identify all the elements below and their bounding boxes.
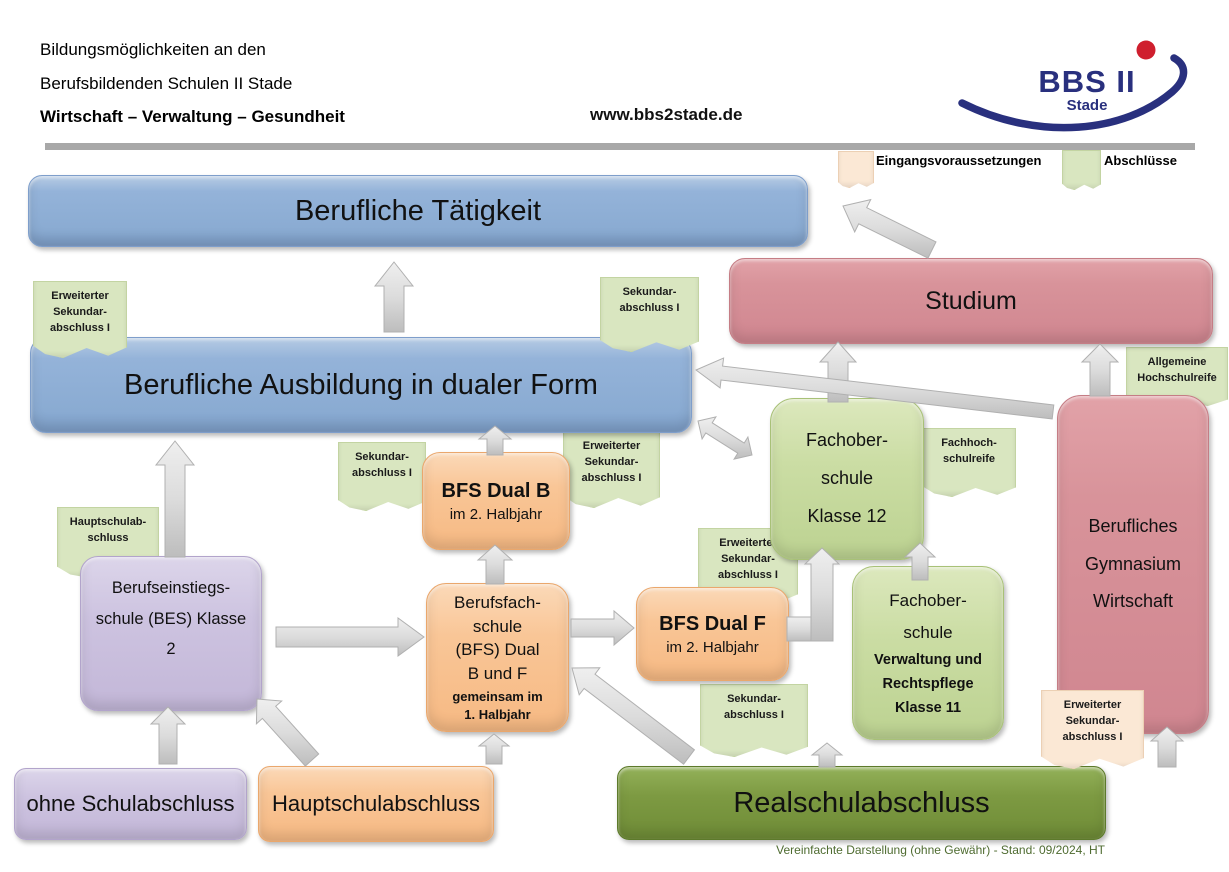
legend-entry-requirements-label: Eingangsvoraussetzungen [876,153,1042,168]
box-studium-label: Studium [925,286,1017,315]
box-gymnasium-line3: Wirtschaft [1092,591,1173,612]
box-berufsfachschule-line3: (BFS) Dual [455,640,540,660]
box-fos12-line2: schule [820,468,874,489]
box-berufsfachschule-line6: 1. Halbjahr [464,707,531,723]
note-sekundarabschluss-bfs-dual-f: Sekundar- abschluss I [700,684,808,757]
box-fos11-line4: Rechtspflege [882,676,974,693]
arrow-bfs-to-bfsdualb [476,544,514,585]
arrow-ausbildung-to-taetigkeit [373,261,415,333]
box-berufseinstiegsschule: Berufseinstiegs- schule (BES) Klasse 2 [80,556,262,711]
box-berufliche-taetigkeit-label: Berufliche Tätigkeit [294,194,542,227]
box-fos11-line5: Klasse 11 [894,700,962,717]
note-fachhochschulreife: Fachhoch- schulreife [922,428,1016,497]
box-bfs-dual-f: BFS Dual F im 2. Halbjahr [636,587,789,681]
box-berufliche-ausbildung: Berufliche Ausbildung in dualer Form [30,337,692,433]
box-gymnasium-line1: Berufliches [1088,515,1178,536]
arrow-real-to-fos11 [810,742,844,768]
note-sekundarabschluss-taetigkeit: Sekundar- abschluss I [600,277,699,352]
box-berufsfachschule-line2: schule [472,616,523,636]
legend-entry-requirements-swatch [838,151,874,188]
box-fos12-line1: Fachober- [805,430,889,451]
box-bfs-dual-f-title: BFS Dual F [659,612,766,635]
note-erweiterter-sekundarabschluss-bfs-dual-b: Erweiterter Sekundar- abschluss I [563,431,660,508]
box-fos12-line3: Klasse 12 [807,505,887,526]
note-erweiterter-sekundarabschluss-taetigkeit: Erweiterter Sekundar- abschluss I [33,281,127,358]
header-separator-line [45,143,1195,150]
arrow-bes-to-ausbildung [154,440,196,558]
header-title-line3: Wirtschaft – Verwaltung – Gesundheit [40,107,345,126]
box-berufsfachschule-line1: Berufsfach- [454,592,541,612]
header-title-line1: Bildungsmöglichkeiten an den [40,40,266,59]
logo-red-dot [1136,40,1156,60]
arrow-bes-to-bfs [275,617,425,657]
arrow-bfs-to-bfsdualf [570,609,635,647]
box-gymnasium-line2: Gymnasium [1084,553,1182,574]
box-bes-line1: Berufseinstiegs- [111,579,231,597]
box-bes-line2: schule (BES) Klasse [95,609,247,628]
arrow-bfsdualf-to-fos12-elbow [786,616,834,642]
bbs2-logo-swoosh-icon [958,40,1188,132]
box-hauptschulabschluss: Hauptschulabschluss [258,766,494,842]
arrow-gymnasium-to-studium [1080,343,1120,397]
box-fos11-line2: schule [903,623,953,643]
legend-degrees-swatch [1062,150,1101,190]
box-berufsfachschule-line4: B und F [467,664,528,684]
swoosh-curve [958,54,1188,132]
box-realschulabschluss: Realschulabschluss [617,766,1106,840]
note-sekundarabschluss-bfs-dual-b: Sekundar- abschluss I [338,442,426,511]
box-berufliches-gymnasium: Berufliches Gymnasium Wirtschaft [1057,395,1209,734]
box-bfs-dual-b-subtitle: im 2. Halbjahr [449,505,543,523]
arrow-real-to-bfs [571,667,696,765]
box-realschulabschluss-label: Realschulabschluss [733,786,990,819]
website-url: www.bbs2stade.de [590,105,743,124]
arrow-ausbildung-fos12-double [697,416,753,460]
box-fos11-line3: Verwaltung und [874,652,982,669]
box-fachoberschule-klasse12: Fachober- schule Klasse 12 [770,398,924,560]
logo-city-text: Stade [1066,97,1108,114]
arrow-ohne-to-bes [149,706,187,765]
legend-degrees-label: Abschlüsse [1104,153,1177,168]
box-hauptschulabschluss-label: Hauptschulabschluss [272,791,480,816]
arrow-haupt-to-bfs [477,733,511,765]
box-bfs-dual-f-subtitle: im 2. Halbjahr [666,638,759,656]
footer-disclaimer: Vereinfachte Darstellung (ohne Gewähr) -… [776,843,1105,857]
box-ohne-schulabschluss: ohne Schulabschluss [14,768,247,840]
box-fos11-line1: Fachober- [889,590,967,610]
header-title-line2: Berufsbildenden Schulen II Stade [40,74,293,93]
box-fachoberschule-klasse11: Fachober- schule Verwaltung und Rechtspf… [852,566,1004,740]
arrow-fos12-to-studium [818,341,858,403]
box-berufsfachschule-line5: gemeinsam im [452,688,543,704]
box-berufliche-ausbildung-label: Berufliche Ausbildung in dualer Form [124,368,598,401]
box-studium: Studium [729,258,1213,344]
box-berufliche-taetigkeit: Berufliche Tätigkeit [28,175,808,247]
box-bfs-dual-b: BFS Dual B im 2. Halbjahr [422,452,570,550]
arrow-studium-to-taetigkeit [842,198,937,259]
box-bfs-dual-b-title: BFS Dual B [441,479,551,502]
arrow-bfsdualf-to-fos12 [803,547,841,642]
arrow-haupt-to-bes [255,698,320,767]
box-berufsfachschule: Berufsfach- schule (BFS) Dual B und F ge… [426,583,569,732]
box-bes-line3: 2 [166,640,176,659]
note-erweiterter-sekundarabschluss-gymnasium: Erweiterter Sekundar- abschluss I [1041,690,1144,769]
logo-text: BBS II [1038,64,1136,99]
box-ohne-schulabschluss-label: ohne Schulabschluss [26,791,235,816]
